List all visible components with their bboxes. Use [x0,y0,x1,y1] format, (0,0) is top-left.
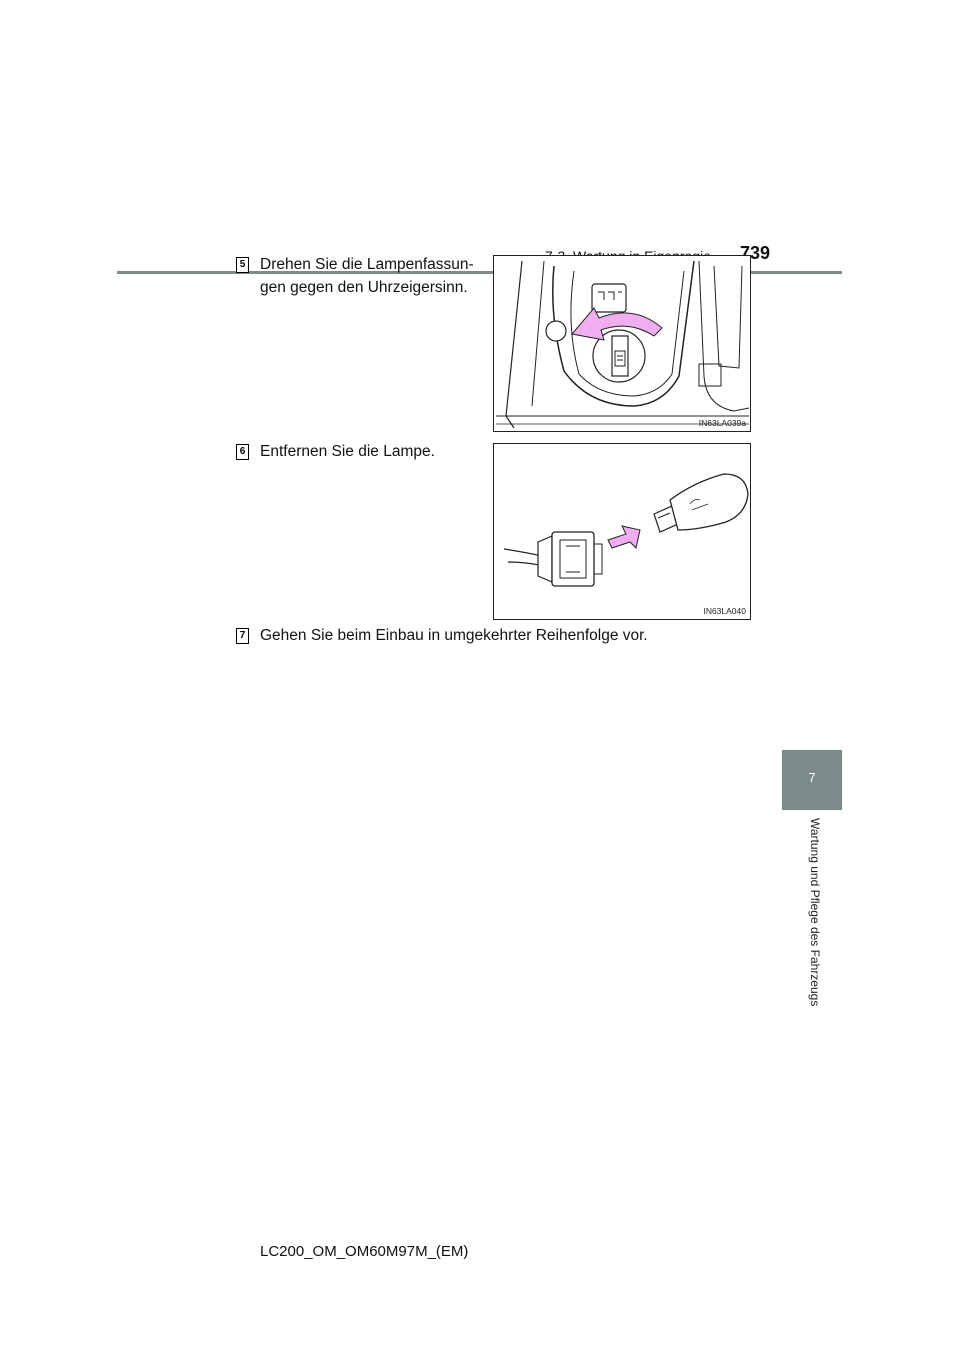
document-code: LC200_OM_OM60M97M_(EM) [260,1243,469,1260]
step-number-badge: 7 [236,628,249,644]
step-number-badge: 6 [236,444,249,460]
step-text-line: gen gegen den Uhrzeigersinn. [260,279,468,296]
step-text-line: Drehen Sie die Lampenfassun- [260,256,474,273]
step-text: Gehen Sie beim Einbau in umgekehrter Rei… [260,627,648,644]
step-number-badge: 5 [236,257,249,273]
header-divider [117,271,842,274]
chapter-tab[interactable]: 7 [782,750,842,810]
chapter-title: Wartung und Pflege des Fahrzeugs [808,818,822,1007]
illustration-bulb-socket-rotation: IN63LA039a [493,255,751,432]
figure-code: IN63LA040 [703,606,746,616]
illustration-bulb-removal: IN63LA040 [493,443,751,620]
socket-rotation-drawing [496,260,750,429]
bulb-removal-drawing [503,473,749,587]
step-text: Drehen Sie die Lampenfassun- gen gegen d… [260,253,480,299]
chapter-number: 7 [808,770,816,785]
step-text: Entfernen Sie die Lampe. [260,443,435,460]
figure-code: IN63LA039a [698,418,746,428]
